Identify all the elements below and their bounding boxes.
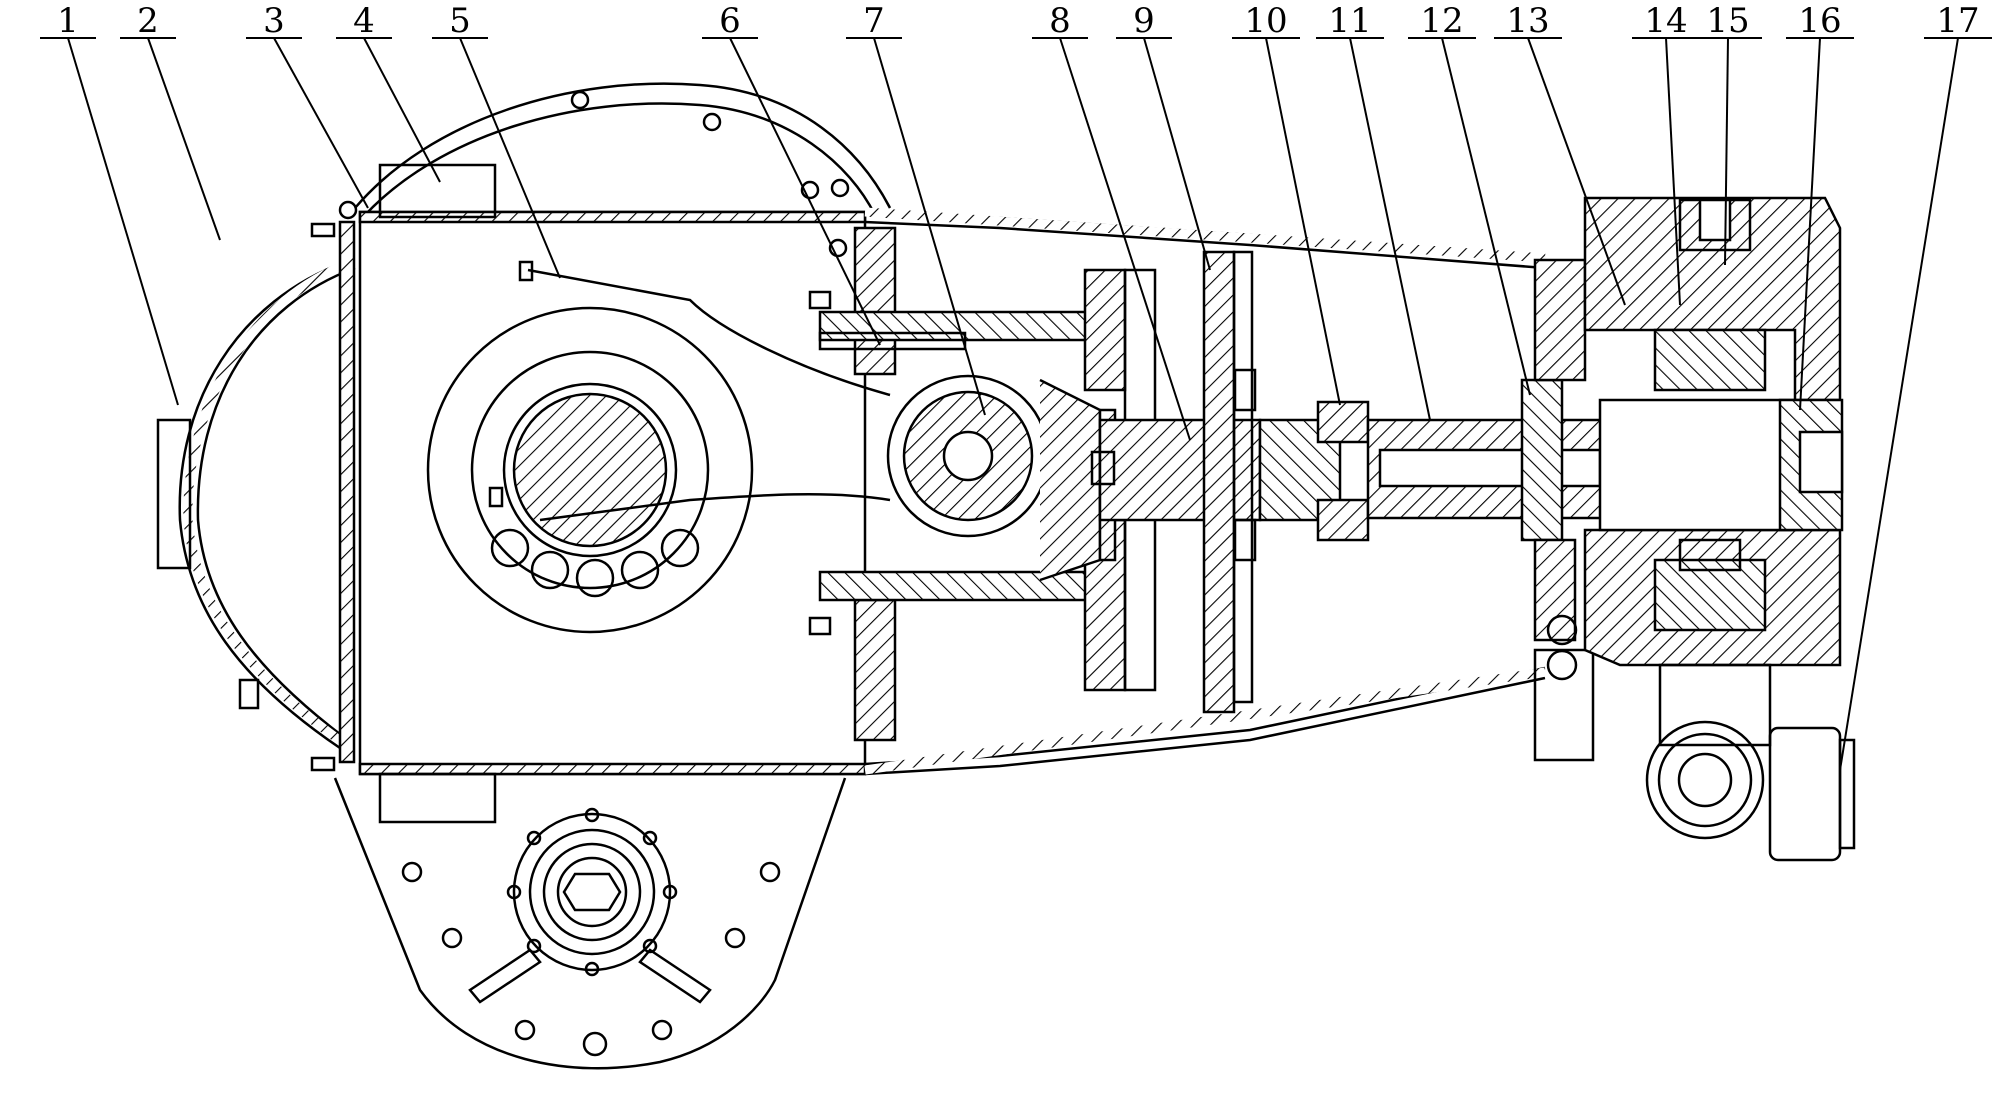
callout-6: 6 — [719, 1, 741, 41]
callout-5: 5 — [449, 1, 471, 41]
suction-manifold — [1645, 663, 1856, 862]
bottom-gearbox — [333, 777, 847, 1070]
callout-10: 10 — [1244, 1, 1287, 41]
callout-17: 17 — [1936, 1, 1979, 41]
callout-15: 15 — [1706, 1, 1749, 41]
callout-2: 2 — [137, 1, 159, 41]
callout-12: 12 — [1420, 1, 1463, 41]
fluid-end — [1583, 196, 1844, 667]
callout-11: 11 — [1328, 1, 1371, 41]
crosshead-housing — [864, 207, 1546, 776]
callout-3: 3 — [263, 1, 285, 41]
callout-4: 4 — [353, 1, 375, 41]
callout-14: 14 — [1644, 1, 1687, 41]
wrist-pin — [886, 374, 1050, 538]
crankcase-housing — [156, 82, 892, 750]
pony-rod — [1090, 250, 1262, 714]
callout-13: 13 — [1506, 1, 1549, 41]
callout-leaders — [40, 37, 1992, 771]
callout-8: 8 — [1049, 1, 1071, 41]
callout-7: 7 — [863, 1, 885, 41]
packing-gland — [1520, 258, 1595, 762]
crankcase-frame — [310, 163, 867, 824]
top-housing-bolts — [338, 90, 850, 258]
plunger-clamp — [1258, 400, 1370, 542]
callout-1: 1 — [57, 1, 79, 41]
callout-labels: 1 2 3 4 5 6 7 8 9 10 11 12 13 14 15 16 1… — [57, 1, 1979, 41]
callout-16: 16 — [1798, 1, 1841, 41]
callout-9: 9 — [1133, 1, 1155, 41]
crankshaft-assembly — [426, 260, 891, 634]
